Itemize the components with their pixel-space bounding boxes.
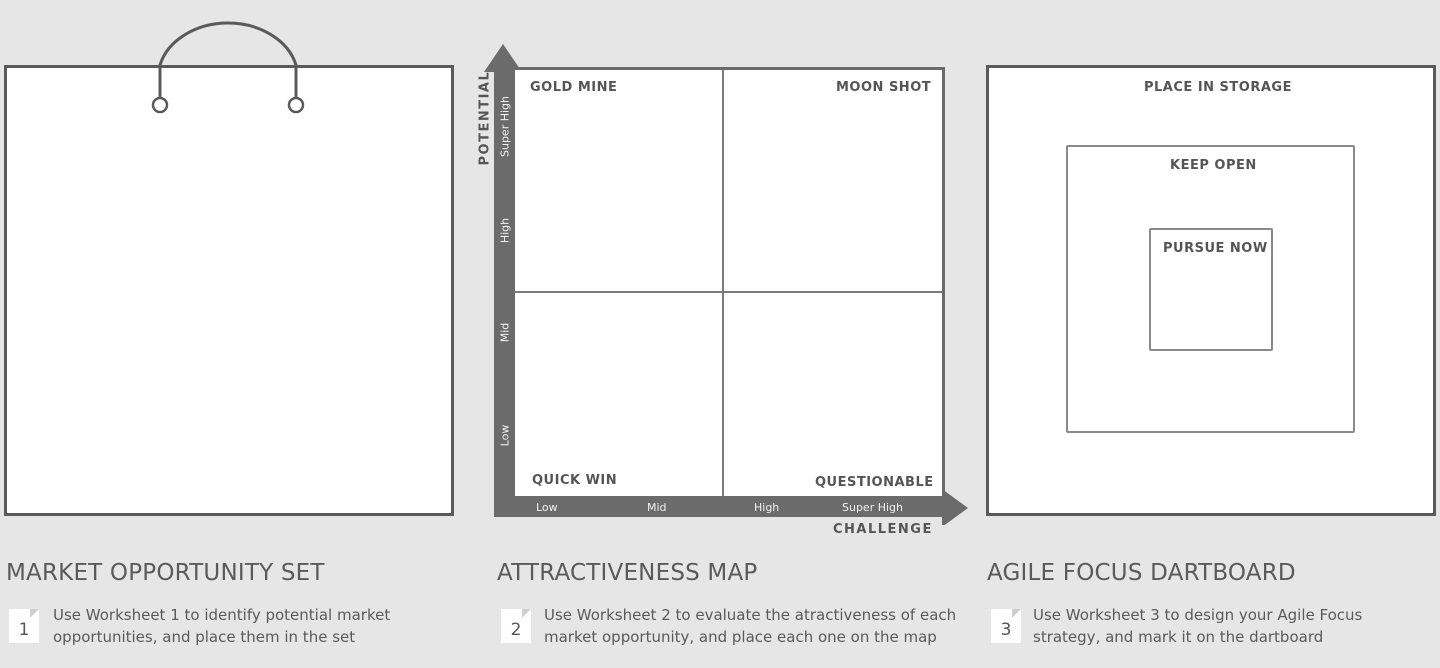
x-tick-mid: Mid bbox=[647, 501, 667, 514]
step-number: 3 bbox=[1000, 620, 1012, 640]
dartboard-heading: AGILE FOCUS DARTBOARD bbox=[987, 560, 1296, 586]
quadrant-quick-win: QUICK WIN bbox=[532, 473, 618, 488]
grid-vertical-divider bbox=[722, 70, 724, 496]
x-axis-title: CHALLENGE bbox=[833, 522, 933, 537]
opportunity-set-heading: MARKET OPPORTUNITY SET bbox=[6, 560, 325, 586]
y-tick-super-high: Super High bbox=[498, 96, 512, 158]
opportunity-set-description: Use Worksheet 1 to identify potential ma… bbox=[53, 606, 391, 646]
ring-label-storage: PLACE IN STORAGE bbox=[1144, 80, 1292, 95]
step-number-icon: 2 bbox=[501, 609, 531, 643]
ring-label-keep-open: KEEP OPEN bbox=[1170, 158, 1257, 173]
y-tick-mid: Mid bbox=[498, 322, 512, 343]
attractiveness-map-grid bbox=[512, 67, 945, 499]
x-tick-low: Low bbox=[536, 501, 558, 514]
step-number-icon: 1 bbox=[9, 609, 39, 643]
quadrant-questionable: QUESTIONABLE bbox=[815, 475, 934, 490]
x-tick-high: High bbox=[754, 501, 780, 514]
bag-handle-icon bbox=[151, 21, 305, 114]
step-number: 1 bbox=[18, 620, 30, 640]
y-axis-title: POTENTIAL bbox=[477, 70, 493, 166]
x-tick-super-high: Super High bbox=[842, 501, 904, 514]
step-number: 2 bbox=[510, 620, 522, 640]
ring-label-pursue-now: PURSUE NOW bbox=[1163, 241, 1268, 256]
grid-horizontal-divider bbox=[515, 291, 942, 293]
quadrant-moon-shot: MOON SHOT bbox=[836, 80, 932, 95]
attractiveness-map-heading: ATTRACTIVENESS MAP bbox=[497, 560, 758, 586]
attractiveness-map-description: Use Worksheet 2 to evaluate the atractiv… bbox=[544, 606, 957, 646]
y-tick-high: High bbox=[498, 217, 512, 244]
dartboard-description: Use Worksheet 3 to design your Agile Foc… bbox=[1033, 606, 1363, 646]
y-tick-low: Low bbox=[498, 424, 512, 447]
opportunity-set-bag bbox=[4, 65, 454, 516]
axis-arrow-icon bbox=[484, 44, 968, 525]
quadrant-gold-mine: GOLD MINE bbox=[530, 80, 618, 95]
dartboard-inner-ring bbox=[1149, 228, 1273, 351]
step-number-icon: 3 bbox=[991, 609, 1021, 643]
